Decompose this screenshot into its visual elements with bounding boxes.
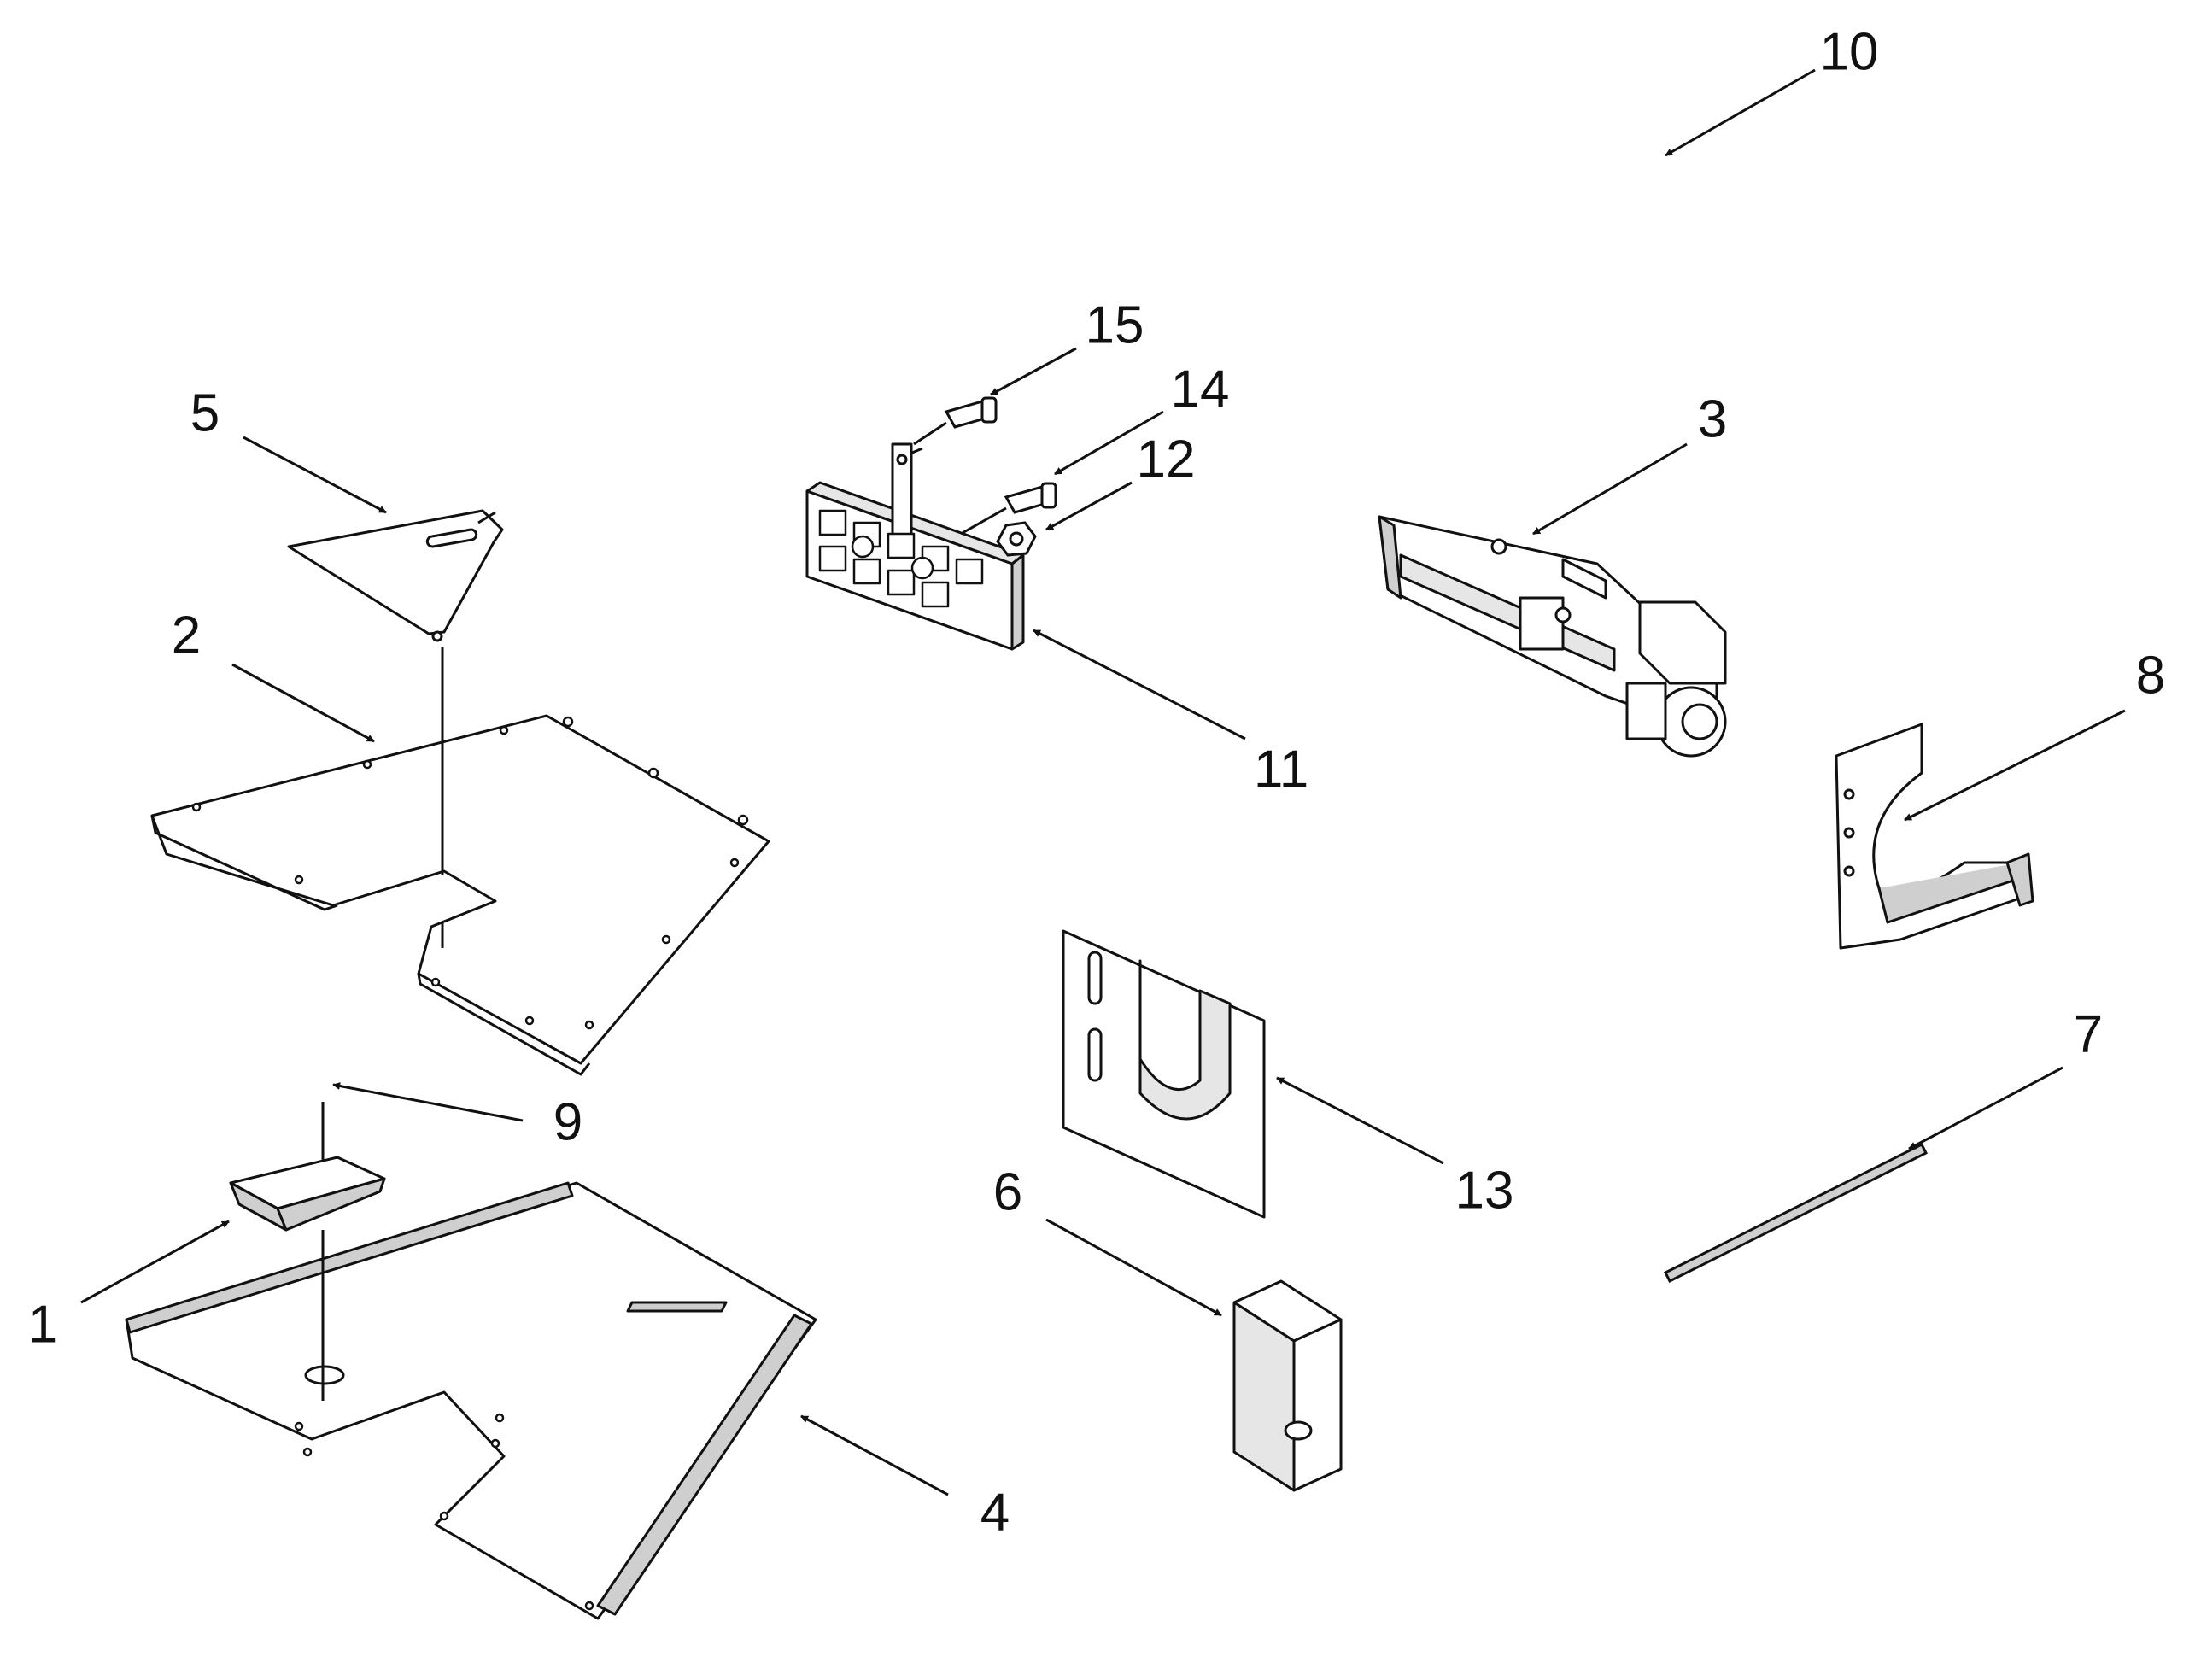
part-4-base-shelf [125,1181,817,1620]
leader-arrow-15 [990,347,1077,396]
callout-5: 5 [190,383,220,442]
part-3-control-housing [1378,515,1727,758]
part-8-curved-bracket [1835,723,2034,950]
leader-arrow-14 [1054,410,1164,476]
callout-1: 1 [28,1295,57,1354]
callout-13: 13 [1455,1161,1514,1220]
part-6-electrical-box [1232,1279,1343,1492]
callout-9: 9 [553,1092,582,1151]
callout-14: 14 [1171,360,1230,419]
callout-2: 2 [172,606,201,664]
leader-arrow-6 [1045,1218,1222,1317]
callout-10: 10 [1820,22,1879,81]
callout-8: 8 [2136,646,2165,705]
leader-arrow-8 [1904,709,2126,822]
callout-7: 7 [2074,1004,2103,1063]
leader-arrow-4 [800,1414,949,1496]
part-13-slotted-plate [1062,929,1266,1219]
part-5-mounting-plate [287,509,504,642]
fastener-guide-lines [913,421,1007,536]
leader-arrow-3 [1532,442,1688,536]
callout-labels: 10 15 14 12 3 5 2 11 8 7 9 13 6 1 4 [28,22,2165,1542]
leader-arrow-11 [1033,629,1246,740]
part-2-cover-panel [150,714,770,1076]
callout-12: 12 [1137,430,1196,489]
callout-4: 4 [980,1483,1010,1542]
leader-arrow-10 [1665,68,1816,157]
part-12-nut [996,521,1037,557]
part-7-strip [1663,1142,1929,1284]
leader-arrow-2 [231,663,375,743]
leader-arrow-9 [332,1082,524,1122]
leader-arrow-1 [80,1220,230,1304]
callout-6: 6 [993,1162,1022,1221]
leader-arrows [80,347,2126,1496]
part-14-screw [1004,482,1057,514]
callout-15: 15 [1086,296,1144,354]
leader-arrow-5 [243,436,387,514]
callout-11: 11 [1254,740,1308,799]
part-1-bracket [229,1156,386,1232]
part-9-screw-line [321,647,444,1401]
leader-arrow-12 [1045,481,1133,531]
callout-3: 3 [1698,389,1727,448]
leader-arrow-7 [1908,1066,2063,1150]
leader-arrow-13 [1276,1076,1444,1165]
part-15-screw [944,396,998,429]
part-11-terminal-block [805,442,1025,651]
